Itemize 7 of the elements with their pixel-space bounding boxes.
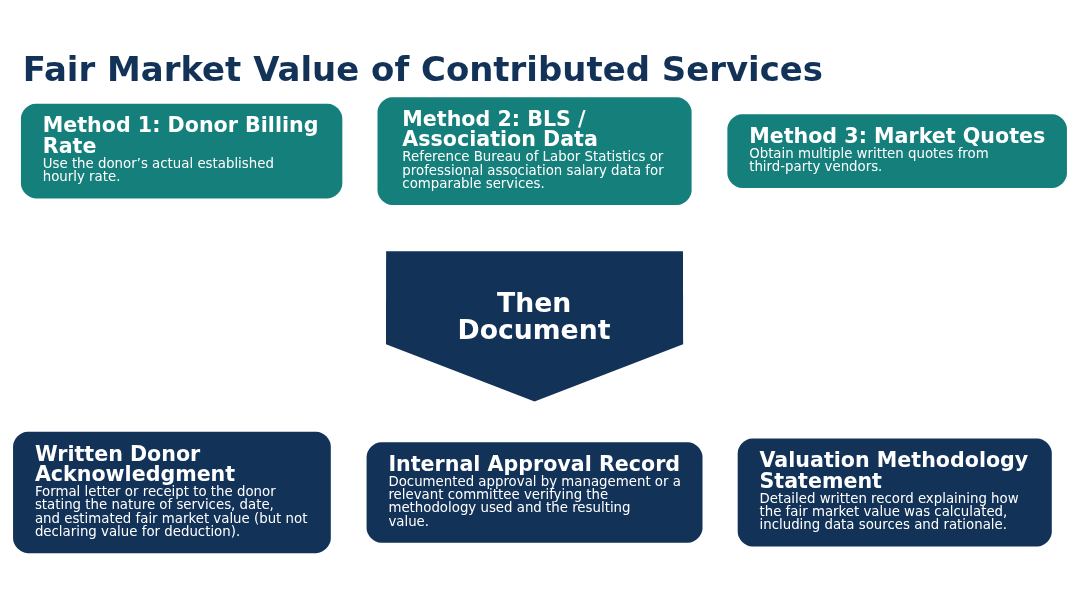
- node-box: Method 2: BLS / Association Data Reference Bureau of Labor Statistics or professional association salary data for comparable services.: [377, 97, 692, 206]
- diagram-title: Fair Market Value of Contributed Services: [22, 48, 824, 89]
- node-box: Method 1: Donor Billing Rate Use the donor’s actual established hourly rate.: [20, 103, 343, 199]
- node-box: Method 3: Market Quotes Obtain multiple written quotes from third-party vendors.: [727, 114, 1067, 189]
- node-box: Written Donor Acknowledgment Formal letter or receipt to the donor stating the nature of services, date, and estimated fair market value (but not declaring value for deduction).: [13, 431, 331, 554]
- node-box: Internal Approval Record Documented approval by management or a relevant committee verifying the methodology used and the resulting value.: [366, 442, 703, 543]
- node-box: Valuation Methodology Statement Detailed written record explaining how the fair market value was calculated, including data sources and rationale.: [737, 438, 1052, 547]
